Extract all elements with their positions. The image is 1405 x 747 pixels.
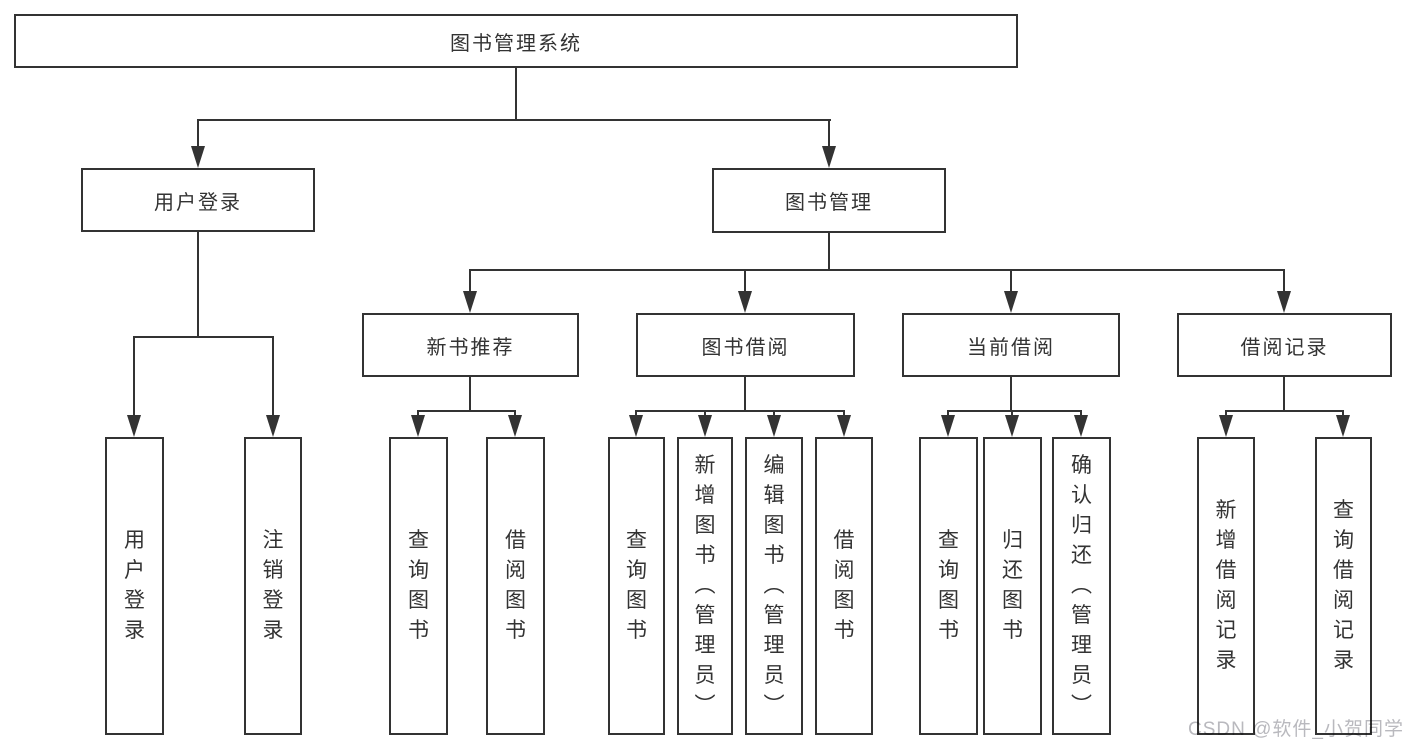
node-label: 当前借阅 [967, 336, 1055, 359]
connector-line [1342, 410, 1344, 419]
arrowhead-icon [1005, 415, 1019, 437]
connector-line [417, 410, 419, 419]
connector-line [1225, 410, 1227, 419]
leaf-label: 用户登录 [124, 529, 145, 642]
leaf-query-books: 查询图书 [389, 437, 448, 735]
connector-line [469, 269, 471, 295]
arrowhead-icon [1277, 291, 1291, 313]
connector-line [1283, 375, 1285, 412]
leaf-query-books: 查询图书 [919, 437, 978, 735]
connector-line [744, 269, 746, 295]
leaf-label: 归还图书 [1002, 529, 1023, 642]
node-book-borrowing: 图书借阅 [636, 313, 855, 377]
arrowhead-icon [266, 415, 280, 437]
node-book-management: 图书管理 [712, 168, 946, 233]
connector-line [1080, 410, 1082, 419]
node-label: 新书推荐 [426, 336, 515, 359]
leaf-label: 新增图书︵管理员︶ [694, 454, 716, 717]
leaf-user-login: 用户登录 [105, 437, 164, 735]
leaf-label: 确认归还︵管理员︶ [1071, 454, 1092, 717]
leaf-borrow-books: 借阅图书 [815, 437, 873, 735]
leaf-borrow-books: 借阅图书 [486, 437, 545, 735]
arrowhead-icon [698, 415, 712, 437]
leaf-label: 借阅图书 [833, 529, 855, 642]
connector-line [744, 375, 746, 412]
arrowhead-icon [191, 146, 205, 168]
arrowhead-icon [1004, 291, 1018, 313]
connector-line [514, 410, 516, 419]
arrowhead-icon [941, 415, 955, 437]
arrowhead-icon [822, 146, 836, 168]
connector-line [704, 410, 706, 419]
leaf-query-borrow-record: 查询借阅记录 [1315, 437, 1372, 735]
connector-line [469, 375, 471, 412]
connector-line [197, 119, 199, 149]
leaf-label: 查询图书 [408, 529, 429, 642]
connector-line [133, 336, 135, 420]
node-new-book-recommend: 新书推荐 [362, 313, 579, 377]
arrowhead-icon [1074, 415, 1088, 437]
leaf-label: 查询图书 [938, 529, 959, 642]
arrowhead-icon [508, 415, 522, 437]
leaf-add-books-admin: 新增图书︵管理员︶ [677, 437, 733, 735]
arrowhead-icon [463, 291, 477, 313]
node-library-management-system: 图书管理系统 [14, 14, 1018, 68]
leaf-label: 借阅图书 [505, 529, 526, 642]
connector-line [1010, 269, 1012, 295]
leaf-logout: 注销登录 [244, 437, 302, 735]
connector-line [1225, 410, 1344, 412]
connector-line [197, 230, 199, 338]
csdn-watermark: CSDN @软件_小贺同学 [1188, 719, 1404, 740]
connector-line [843, 410, 845, 419]
connector-line [828, 231, 830, 271]
arrowhead-icon [1336, 415, 1350, 437]
arrowhead-icon [837, 415, 851, 437]
leaf-confirm-return-admin: 确认归还︵管理员︶ [1052, 437, 1111, 735]
connector-line [417, 410, 516, 412]
node-borrow-records: 借阅记录 [1177, 313, 1392, 377]
arrowhead-icon [1219, 415, 1233, 437]
leaf-add-borrow-record: 新增借阅记录 [1197, 437, 1255, 735]
leaf-return-books: 归还图书 [983, 437, 1042, 735]
connector-line [947, 410, 949, 419]
arrowhead-icon [738, 291, 752, 313]
connector-line [828, 119, 830, 149]
leaf-edit-books-admin: 编辑图书︵管理员︶ [745, 437, 803, 735]
leaf-label: 注销登录 [262, 529, 284, 642]
connector-line [947, 410, 1082, 412]
connector-line [515, 66, 517, 121]
arrowhead-icon [411, 415, 425, 437]
arrowhead-icon [127, 415, 141, 437]
leaf-label: 查询图书 [626, 529, 647, 642]
node-label: 图书管理系统 [450, 32, 582, 55]
leaf-label: 新增借阅记录 [1215, 499, 1237, 672]
node-label: 图书借阅 [701, 336, 790, 359]
leaf-query-books: 查询图书 [608, 437, 665, 735]
connector-line [272, 336, 274, 420]
leaf-label: 编辑图书︵管理员︶ [763, 454, 785, 717]
node-label: 图书管理 [785, 192, 873, 214]
node-label: 用户登录 [154, 191, 242, 214]
node-user-login: 用户登录 [81, 168, 315, 232]
connector-line [773, 410, 775, 419]
connector-line [469, 269, 1285, 271]
connector-line [1283, 269, 1285, 295]
connector-line [635, 410, 637, 419]
arrowhead-icon [767, 415, 781, 437]
connector-line [197, 119, 831, 121]
connector-line [1011, 410, 1013, 419]
connector-line [133, 336, 274, 338]
connector-line [635, 410, 845, 412]
node-label: 借阅记录 [1240, 336, 1329, 359]
node-current-borrowing: 当前借阅 [902, 313, 1120, 377]
connector-line [1010, 375, 1012, 412]
leaf-label: 查询借阅记录 [1333, 499, 1354, 672]
arrowhead-icon [629, 415, 643, 437]
